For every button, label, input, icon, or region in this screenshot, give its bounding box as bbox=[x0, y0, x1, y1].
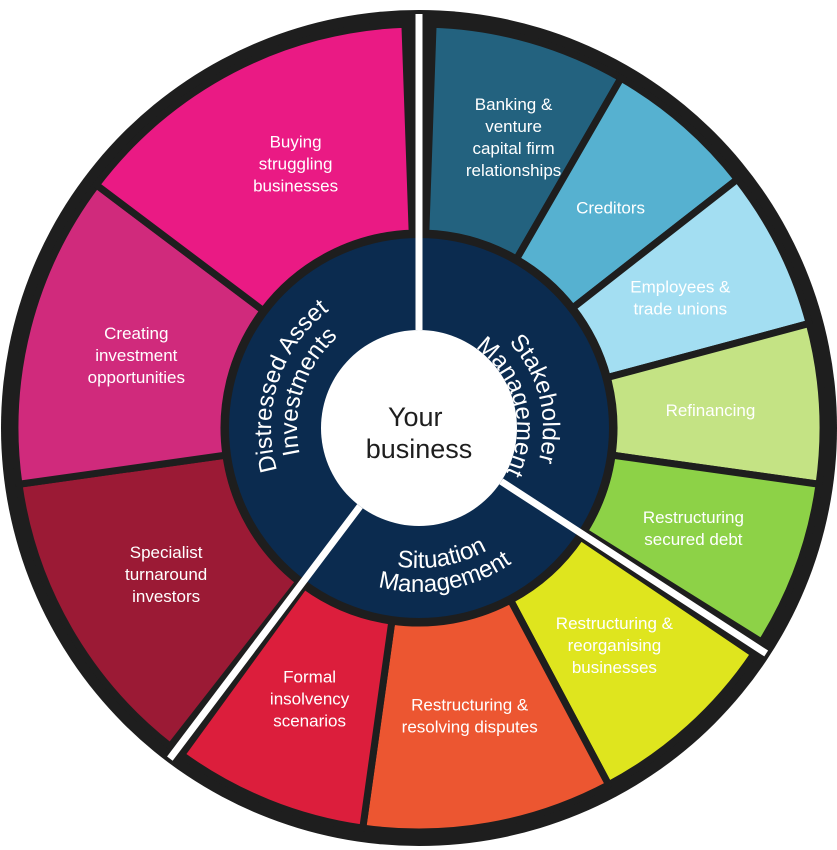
group-separators bbox=[167, 14, 769, 761]
segment-label-line: relationships bbox=[466, 161, 561, 180]
segment-label-line: reorganising bbox=[568, 636, 662, 655]
segment-label-line: Creating bbox=[104, 324, 168, 343]
outer-segments bbox=[11, 20, 827, 836]
center-line-2: business bbox=[366, 434, 473, 464]
segment-label-line: trade unions bbox=[634, 300, 728, 319]
segment-label-line: Restructuring bbox=[643, 508, 744, 527]
segment-label-reorganising: Restructuring & reorganising businesses bbox=[556, 614, 674, 677]
segment-label-line: resolving disputes bbox=[402, 718, 538, 737]
segment-label-employees: Employees & trade unions bbox=[630, 278, 731, 319]
segment-label-line: Banking & bbox=[475, 95, 553, 114]
segment-label-line: Creditors bbox=[576, 199, 645, 218]
segment-label-line: venture bbox=[485, 117, 542, 136]
segment-label-line: Employees & bbox=[630, 278, 731, 297]
segment-label-line: secured debt bbox=[644, 530, 743, 549]
segment-label-insolvency: Formal insolvency scenarios bbox=[270, 668, 350, 731]
segment-label-line: Formal bbox=[283, 668, 336, 687]
segment-label-line: businesses bbox=[253, 176, 338, 195]
segment-label-banking-vc: Banking & venture capital firm relationship… bbox=[466, 95, 561, 180]
segment-label-restructuring-debt: Restructuring secured debt bbox=[643, 508, 744, 549]
segment-label-line: scenarios bbox=[273, 712, 346, 731]
segment-label-line: Specialist bbox=[130, 543, 203, 562]
segment-labels: Banking & venture capital firm relationship… bbox=[88, 95, 756, 737]
segment-label-line: businesses bbox=[572, 658, 657, 677]
segment-label-line: turnaround bbox=[125, 565, 207, 584]
center-disc bbox=[321, 330, 517, 526]
segment-label-refinancing: Refinancing bbox=[666, 401, 756, 420]
segment-label-investment-opps: Creating investment opportunities bbox=[88, 324, 185, 387]
segment-label-line: investors bbox=[132, 587, 200, 606]
segment-label-line: struggling bbox=[259, 154, 333, 173]
segment-label-line: Restructuring & bbox=[411, 696, 529, 715]
segment-label-line: opportunities bbox=[88, 368, 185, 387]
segment-label-line: insolvency bbox=[270, 690, 350, 709]
center-label: Your business bbox=[366, 402, 473, 464]
segment-label-buying: Buying struggling businesses bbox=[253, 132, 338, 195]
center-line-1: Your bbox=[388, 402, 443, 432]
segment-label-disputes: Restructuring & resolving disputes bbox=[402, 696, 538, 737]
group-separator bbox=[167, 504, 363, 761]
segment-label-line: Restructuring & bbox=[556, 614, 674, 633]
segment-label-line: investment bbox=[95, 346, 177, 365]
segment-label-turnaround: Specialist turnaround investors bbox=[125, 543, 207, 606]
segment-label-creditors: Creditors bbox=[576, 199, 645, 218]
segment-label-line: capital firm bbox=[472, 139, 554, 158]
segment-label-line: Refinancing bbox=[666, 401, 756, 420]
segment-label-line: Buying bbox=[270, 132, 322, 151]
group-separator bbox=[499, 478, 769, 657]
